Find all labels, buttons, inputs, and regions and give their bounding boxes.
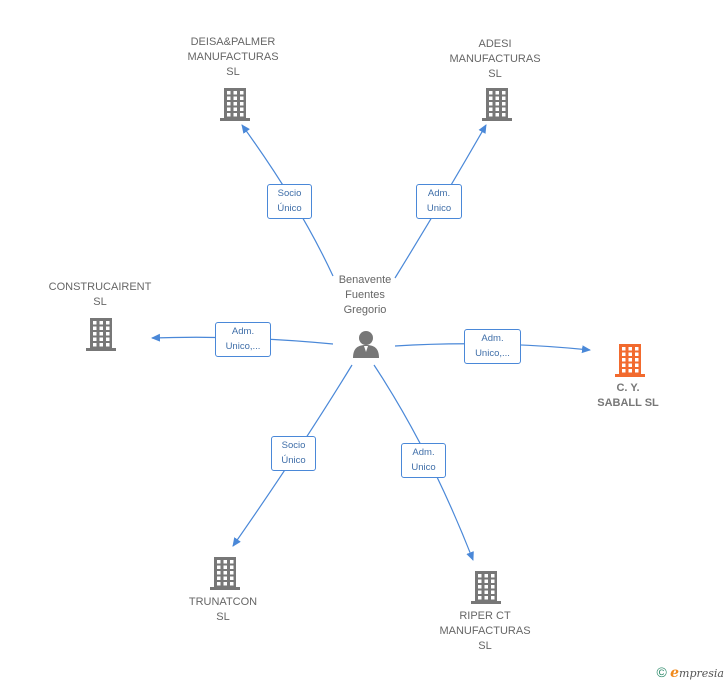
building-icon-deisa[interactable] xyxy=(220,88,250,121)
building-icon-adesi[interactable] xyxy=(482,88,512,121)
person-name[interactable]: Benavente Fuentes Gregorio xyxy=(338,274,392,316)
relation-label-cysaball: Adm. Unico,... xyxy=(464,329,521,364)
building-icon-cysaball[interactable] xyxy=(615,344,645,377)
company-label-riper[interactable]: RIPER CT MANUFACTURAS SL xyxy=(439,610,531,652)
building-icon-trunatcon[interactable] xyxy=(210,557,240,590)
building-icon-construcairent[interactable] xyxy=(86,318,116,351)
company-label-trunatcon[interactable]: TRUNATCON SL xyxy=(188,596,258,623)
company-label-adesi[interactable]: ADESI MANUFACTURAS SL xyxy=(449,38,541,80)
person-icon[interactable] xyxy=(351,329,381,359)
relation-label-adesi: Adm. Unico xyxy=(416,184,462,219)
relation-label-trunatcon: Socio Único xyxy=(271,436,316,471)
relation-label-construcairent: Adm. Unico,... xyxy=(215,322,271,357)
company-label-construcairent[interactable]: CONSTRUCAIRENT SL xyxy=(48,281,152,308)
building-icon-riper[interactable] xyxy=(471,571,501,604)
footer-brand: © empresia xyxy=(656,664,724,681)
company-label-deisa[interactable]: DEISA&PALMER MANUFACTURAS SL xyxy=(187,36,279,78)
company-label-cysaball[interactable]: C. Y. SABALL SL xyxy=(597,382,659,409)
brand-logo: empresia xyxy=(670,665,724,681)
relation-label-deisa: Socio Único xyxy=(267,184,312,219)
relation-label-riper: Adm. Unico xyxy=(401,443,446,478)
copyright-symbol: © xyxy=(656,664,667,680)
